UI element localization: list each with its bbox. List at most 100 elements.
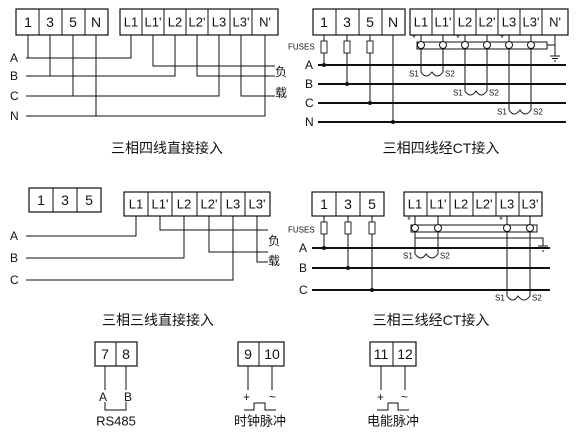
terminal-5: 5	[366, 14, 374, 30]
clock-terminal-block	[237, 341, 285, 367]
diagram-3p4w-direct: 1 3 5 N L1 L1' L2 L2' L3 L3' N' A B C N	[10, 8, 287, 156]
caption-clock: 时钟脉冲	[234, 414, 286, 429]
fuse-a	[320, 221, 328, 235]
fuses-label: FUSES	[288, 43, 315, 52]
terminal-5: 5	[368, 196, 376, 212]
svg-text:S2: S2	[445, 70, 455, 79]
terminal-5: 5	[85, 192, 93, 208]
caption-3p3w-ct: 三相三线经CT接入	[373, 312, 490, 328]
caption-energy: 电能脉冲	[367, 414, 419, 429]
clock-pulse-block: 9 10 + ~ 时钟脉冲	[234, 341, 286, 429]
energy-pulse-block: 11 12 + ~ 电能脉冲	[367, 341, 419, 429]
caption-3p4w-direct: 三相四线直接接入	[111, 140, 223, 156]
terminal-l1p: L1'	[435, 15, 452, 30]
ct-coil-a	[414, 253, 439, 259]
svg-text:S2: S2	[489, 89, 499, 98]
fuses-label: FUSES	[288, 226, 315, 235]
line-label-a: A	[305, 58, 313, 72]
terminal-l1p: L1'	[145, 15, 162, 30]
terminal-8: 8	[122, 346, 130, 362]
svg-text:*: *	[407, 215, 411, 225]
line-label-a: A	[10, 51, 18, 65]
svg-text:*: *	[456, 33, 460, 43]
caption-3p3w-direct: 三相三线直接接入	[102, 312, 214, 328]
rs485-block: 7 8 A B RS485	[94, 341, 138, 429]
caption-rs485: RS485	[96, 414, 136, 429]
terminal-3: 3	[61, 192, 69, 208]
ct-coil-a	[420, 71, 444, 77]
svg-text:S1: S1	[403, 252, 413, 261]
ct-coil-b	[464, 90, 488, 96]
terminal-l2p: L2'	[189, 15, 206, 30]
svg-text:S1: S1	[497, 108, 507, 117]
diagram-3p4w-ct: 1 3 5 N L1 L1' L2 L2' L3 L3' N' FUSES	[288, 8, 569, 156]
terminal-l3: L3	[226, 197, 240, 212]
terminal-l2: L2	[177, 197, 191, 212]
voltage-terminal-block	[28, 187, 102, 213]
line-label-c: C	[305, 96, 314, 110]
terminal-np: N'	[259, 15, 271, 30]
svg-text:S1: S1	[453, 89, 463, 98]
terminal-3: 3	[46, 14, 54, 30]
line-label-a: A	[10, 229, 18, 243]
caption-3p4w-ct: 三相四线经CT接入	[383, 140, 500, 156]
terminal-3: 3	[344, 196, 352, 212]
terminal-np: N'	[549, 15, 561, 30]
clock-minus-label: ~	[269, 390, 276, 404]
terminal-l3: L3	[212, 15, 226, 30]
terminal-3: 3	[343, 14, 351, 30]
load-label-zai: 载	[268, 254, 280, 268]
terminal-l3p: L3'	[233, 15, 250, 30]
terminal-l3: L3	[502, 15, 516, 30]
terminal-l3: L3	[500, 197, 514, 212]
load-label-fu: 负	[268, 234, 280, 248]
svg-text:S1: S1	[495, 294, 505, 303]
svg-text:S2: S2	[533, 108, 543, 117]
load-label-fu: 负	[275, 65, 287, 79]
terminal-l2p: L2'	[479, 15, 496, 30]
terminal-l3p: L3'	[522, 197, 539, 212]
terminal-l2: L2	[168, 15, 182, 30]
line-label-b: B	[305, 77, 313, 91]
svg-text:*: *	[412, 33, 416, 43]
line-label-c: C	[10, 89, 19, 103]
terminal-9: 9	[244, 346, 252, 362]
terminal-l1: L1	[408, 197, 422, 212]
terminal-n: N	[388, 14, 398, 30]
fuse-a	[320, 40, 328, 54]
line-label-b: B	[10, 69, 18, 83]
energy-minus-label: ~	[401, 390, 408, 404]
terminal-l3p: L3'	[249, 197, 266, 212]
energy-plus-label: +	[377, 390, 384, 404]
terminal-1: 1	[24, 14, 32, 30]
fuse-c	[368, 221, 376, 235]
terminal-1: 1	[320, 196, 328, 212]
terminal-l1: L1	[414, 15, 428, 30]
line-label-a: A	[299, 241, 307, 255]
line-label-c: C	[10, 273, 19, 287]
line-label-b: B	[10, 251, 18, 265]
svg-text:*: *	[499, 215, 503, 225]
ct-coil-c	[506, 295, 531, 301]
terminal-l2p: L2'	[201, 197, 218, 212]
terminal-l2p: L2'	[476, 197, 493, 212]
fuse-b	[343, 40, 351, 54]
terminal-l3p: L3'	[523, 15, 540, 30]
terminal-12: 12	[397, 346, 413, 362]
diagram-3p3w-ct: 1 3 5 L1 L1' L2 L2' L3 L3' FUSES * *	[288, 191, 550, 328]
pulse-waveform-icon	[244, 402, 276, 411]
fuse-b	[344, 221, 352, 235]
pulse-waveform-icon	[377, 402, 409, 411]
terminal-5: 5	[69, 14, 77, 30]
terminal-l2: L2	[458, 15, 472, 30]
fuse-c	[366, 40, 374, 54]
line-label-b: B	[299, 261, 307, 275]
terminal-l1p: L1'	[152, 197, 169, 212]
line-label-c: C	[299, 283, 308, 297]
terminal-l1: L1	[124, 15, 138, 30]
terminal-11: 11	[374, 346, 389, 362]
ct-coil-c	[508, 109, 532, 115]
terminal-7: 7	[101, 346, 109, 362]
terminal-1: 1	[320, 14, 328, 30]
